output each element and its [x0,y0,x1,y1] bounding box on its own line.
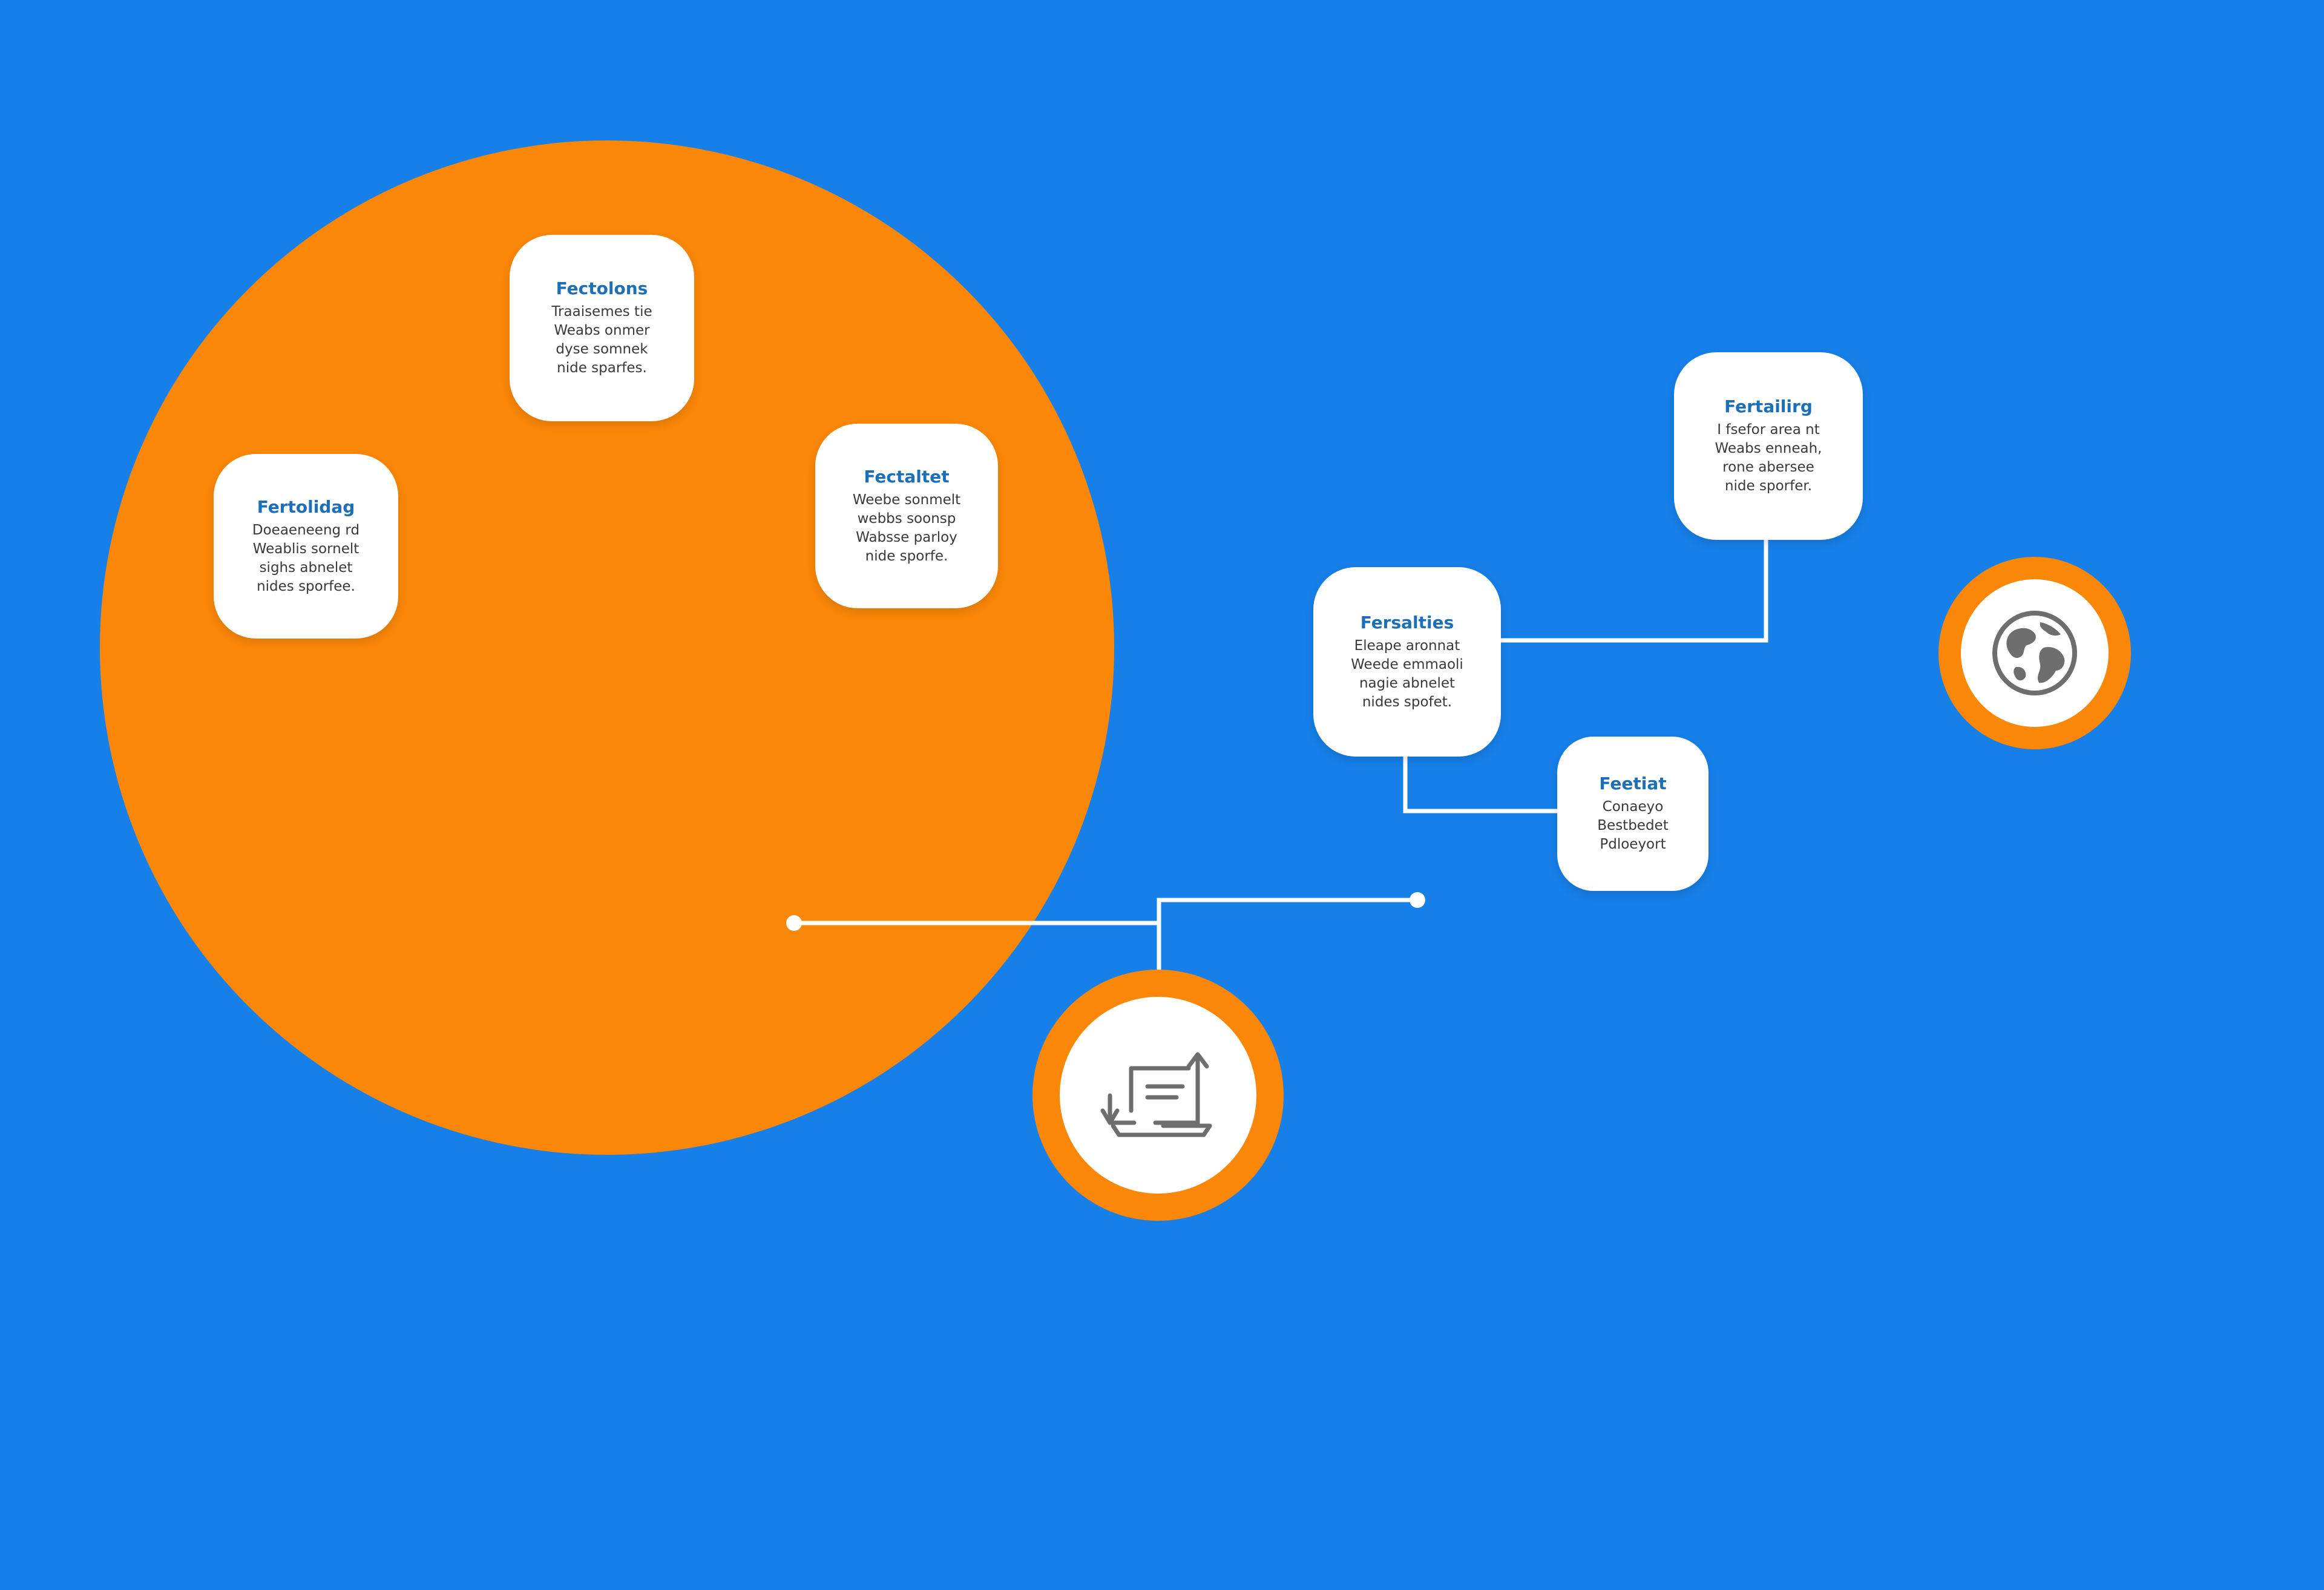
card-line: Conaeyo [1602,799,1664,815]
feature-card-2: Fertolidag Doeaeneeng rd Weablis sornelt… [214,454,398,639]
card-line: sighs abnelet [259,559,353,576]
laptop-transfer-icon [1100,1052,1212,1137]
feature-card-4: Fertailirg I fsefor area nt Weabs enneah… [1674,352,1863,540]
card-title: Fectaltet [864,466,950,487]
card-line: nide sparfes. [557,360,647,376]
card-line: rone abersee [1722,459,1814,475]
card-line: Weablis sornelt [252,540,359,557]
card-line: nides spofet. [1362,694,1452,710]
card-line: Weabs onmer [554,323,650,338]
card-line: Pdloeyort [1600,836,1666,852]
card-body: Conaeyo Bestbedet Pdloeyort [1597,798,1668,854]
card-line: nides sporfee. [257,578,355,594]
card-line: Wabsse parloy [856,529,957,545]
card-line: webbs soonsp [857,510,956,527]
card-body: Traaisemes tie Weabs onmer dyse somnek n… [551,303,652,378]
card-title: Fectolons [556,278,648,298]
feature-card-5: Fersalties Eleape aronnat Weede emmaoli … [1313,567,1501,757]
feature-card-3: Fectaltet Weebe sonmelt webbs soonsp Wab… [815,424,998,608]
card-body: Weebe sonmelt webbs soonsp Wabsse parloy… [853,491,960,566]
card-title: Fertailirg [1724,396,1813,416]
feature-card-6: Feetiat Conaeyo Bestbedet Pdloeyort [1557,737,1709,891]
card-title: Fertolidag [257,496,355,517]
card-line: nide sporfe. [865,548,948,564]
card-line: Weede emmaoli [1351,656,1463,672]
card-title: Feetiat [1599,774,1667,793]
connector-lower [1403,754,1558,813]
card-line: Weebe sonmelt [852,491,961,508]
connector-dot-right [1410,892,1425,908]
card-body: Eleape aronnat Weede emmaoli nagie abnel… [1351,637,1463,712]
connector-branch [1157,898,1417,971]
connector-upper [1500,539,1768,643]
card-line: I fsefor area nt [1717,422,1820,438]
card-line: nagie abnelet [1359,675,1456,691]
feature-card-1: Fectolons Traaisemes tie Weabs onmer dys… [510,235,694,421]
card-title: Fersalties [1360,612,1454,632]
card-line: Bestbedet [1597,818,1669,833]
card-line: Traaisemes tie [551,304,652,320]
laptop-node [1032,970,1284,1221]
card-line: Weabs enneah, [1715,441,1822,456]
card-body: I fsefor area nt Weabs enneah, rone aber… [1715,421,1822,496]
laptop-node-inner [1060,997,1256,1194]
card-line: Eleape aronnat [1354,637,1460,654]
card-line: dyse somnek [556,341,648,357]
globe-node [1938,557,2131,749]
card-body: Doeaeneeng rd Weablis sornelt sighs abne… [252,521,359,596]
card-line: nide sporfer. [1724,478,1813,494]
globe-icon [1992,611,2077,695]
globe-node-inner [1961,579,2109,727]
card-line: Doeaeneeng rd [252,522,360,538]
